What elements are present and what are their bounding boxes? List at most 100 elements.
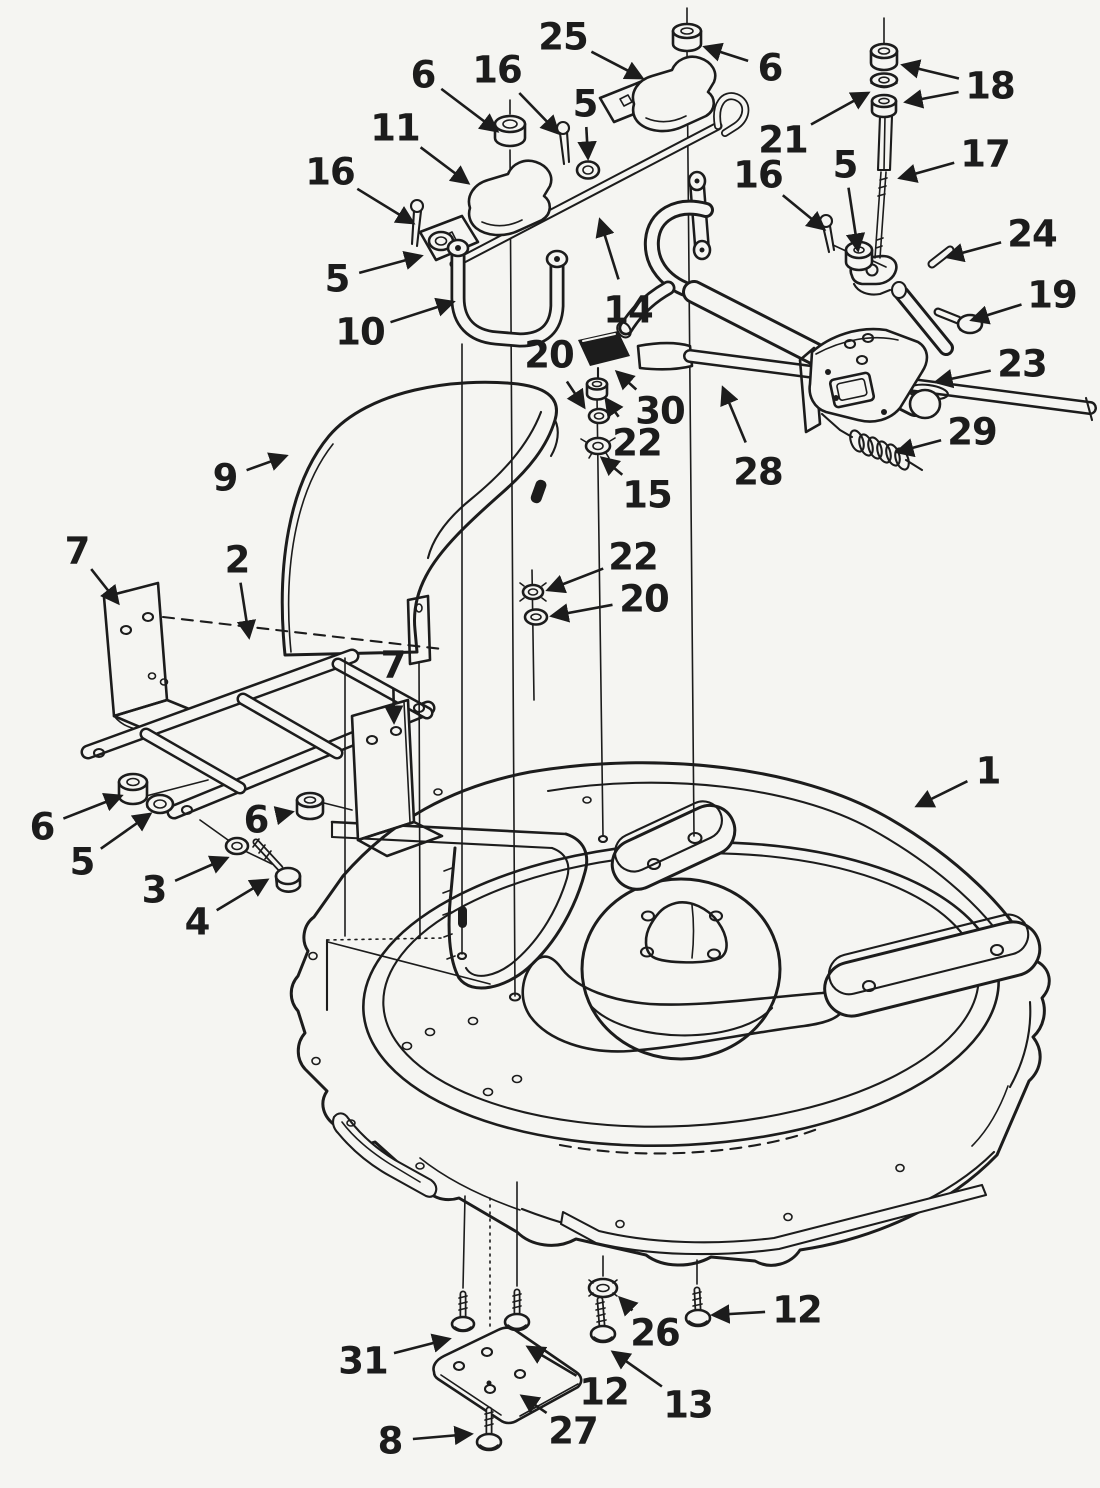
nut-22-bottom bbox=[519, 582, 547, 602]
rod-17 bbox=[874, 114, 894, 259]
leader-arrow-part-16 bbox=[356, 187, 416, 225]
leader-arrow-part-9 bbox=[246, 452, 289, 472]
callout-18-label-2: 18 bbox=[965, 65, 1015, 108]
washer-26 bbox=[587, 1277, 619, 1299]
callout-22-label-27: 22 bbox=[608, 536, 658, 579]
washer-5-left bbox=[145, 793, 175, 815]
callout-5-label-5: 5 bbox=[573, 83, 598, 126]
callout-9-label-24: 9 bbox=[213, 457, 238, 500]
leader-arrow-part-18 bbox=[900, 59, 960, 80]
callout-12-label-38: 12 bbox=[772, 1289, 822, 1332]
callout-16-label-9: 16 bbox=[305, 151, 355, 194]
callout-28-label-22: 28 bbox=[733, 451, 783, 494]
leader-arrow-part-25 bbox=[590, 50, 645, 80]
leader-arrow-part-16 bbox=[781, 194, 827, 231]
washer-21 bbox=[869, 72, 899, 89]
discharge-deflector bbox=[280, 380, 559, 666]
leader-arrow-part-12 bbox=[525, 1345, 578, 1377]
leader-arrow-part-12 bbox=[710, 1304, 766, 1324]
leader-arrow-part-20 bbox=[565, 380, 586, 410]
leader-arrow-part-22 bbox=[545, 567, 604, 594]
callout-21-label-7: 21 bbox=[758, 119, 808, 162]
bolt-19 bbox=[933, 307, 984, 335]
mounting-frame bbox=[80, 581, 444, 893]
leader-arrow-part-1 bbox=[914, 780, 968, 808]
leader-arrow-part-26 bbox=[617, 1295, 639, 1317]
leader-arrow-part-5 bbox=[358, 250, 424, 275]
nut-6-mid bbox=[295, 791, 325, 821]
callout-6-label-32: 6 bbox=[244, 799, 269, 842]
callout-25-label-0: 25 bbox=[538, 16, 588, 59]
leader-arrow-part-27 bbox=[519, 1394, 548, 1414]
washer-5-right bbox=[844, 240, 874, 272]
nut-6-far-left bbox=[117, 772, 149, 806]
nut-18-bottom bbox=[870, 93, 898, 119]
callout-6-label-31: 6 bbox=[30, 806, 55, 849]
callout-10-label-15: 10 bbox=[335, 311, 385, 354]
callout-5-label-13: 5 bbox=[325, 258, 350, 301]
leader-arrow-part-5 bbox=[577, 126, 597, 161]
leader-arrow-part-24 bbox=[944, 241, 1002, 263]
callout-19-label-14: 19 bbox=[1027, 274, 1077, 317]
leader-arrow-part-18 bbox=[903, 89, 959, 109]
callout-23-label-17: 23 bbox=[997, 343, 1047, 386]
screw-12-left bbox=[503, 1288, 531, 1332]
callout-6-label-3: 6 bbox=[411, 54, 436, 97]
bolt-4 bbox=[252, 838, 302, 893]
leader-arrow-part-31 bbox=[393, 1333, 452, 1355]
leader-arrow-part-16 bbox=[518, 92, 561, 136]
leader-arrow-part-13 bbox=[610, 1350, 663, 1388]
leader-arrow-part-4 bbox=[216, 878, 270, 912]
callout-5-label-10: 5 bbox=[833, 144, 858, 187]
nut-18-top bbox=[869, 42, 899, 72]
leader-arrow-part-14 bbox=[595, 217, 620, 280]
nut-6-left bbox=[493, 99, 527, 148]
leader-arrow-part-23 bbox=[933, 369, 991, 389]
callout-7-label-26: 7 bbox=[65, 530, 90, 573]
callout-6-label-1: 6 bbox=[758, 47, 783, 90]
leader-arrow-part-15 bbox=[599, 456, 624, 477]
callout-8-label-42: 8 bbox=[378, 1420, 403, 1463]
callout-3-label-34: 3 bbox=[142, 869, 167, 912]
washer-5-mid bbox=[575, 160, 601, 180]
leader-arrow-part-8 bbox=[412, 1425, 474, 1446]
leader-arrow-part-10 bbox=[390, 297, 456, 324]
spring-29 bbox=[820, 412, 924, 472]
deck-housing bbox=[289, 761, 1051, 1267]
callout-26-label-37: 26 bbox=[630, 1312, 680, 1355]
leader-arrow-part-19 bbox=[969, 303, 1022, 325]
callout-12-label-39: 12 bbox=[579, 1371, 629, 1414]
callout-5-label-33: 5 bbox=[70, 841, 95, 884]
nut-6-top bbox=[671, 7, 703, 53]
callout-16-label-11: 16 bbox=[733, 154, 783, 197]
cotter-pin-16-mid bbox=[555, 120, 571, 166]
leader-arrow-part-22 bbox=[604, 396, 624, 419]
cotter-pin-16-right bbox=[818, 213, 836, 254]
leader-arrow-part-30 bbox=[614, 370, 638, 391]
leader-arrow-part-20 bbox=[549, 603, 613, 623]
screw-31 bbox=[450, 1290, 476, 1333]
screw-13 bbox=[589, 1296, 617, 1344]
leader-arrow-part-6 bbox=[273, 806, 295, 826]
leader-arrow-part-11 bbox=[419, 146, 471, 185]
callout-14-label-16: 14 bbox=[603, 289, 653, 332]
leader-arrow-part-7 bbox=[90, 568, 120, 606]
callout-20-label-28: 20 bbox=[619, 578, 669, 621]
screw-12-right bbox=[684, 1286, 712, 1328]
washer-20-bottom bbox=[523, 608, 549, 626]
leader-arrow-part-7 bbox=[383, 687, 404, 725]
callout-7-label-29: 7 bbox=[381, 644, 406, 687]
callout-31-label-36: 31 bbox=[338, 1340, 388, 1383]
callout-17-label-8: 17 bbox=[960, 133, 1010, 176]
callout-27-label-41: 27 bbox=[548, 1410, 598, 1453]
leader-arrow-part-5 bbox=[845, 187, 866, 253]
lock-washer-3 bbox=[224, 836, 250, 856]
callout-2-label-25: 2 bbox=[225, 539, 250, 582]
callout-13-label-40: 13 bbox=[663, 1384, 713, 1427]
callout-4-label-35: 4 bbox=[185, 901, 210, 944]
leader-arrow-part-6 bbox=[62, 792, 124, 820]
callout-29-label-21: 29 bbox=[947, 411, 997, 454]
